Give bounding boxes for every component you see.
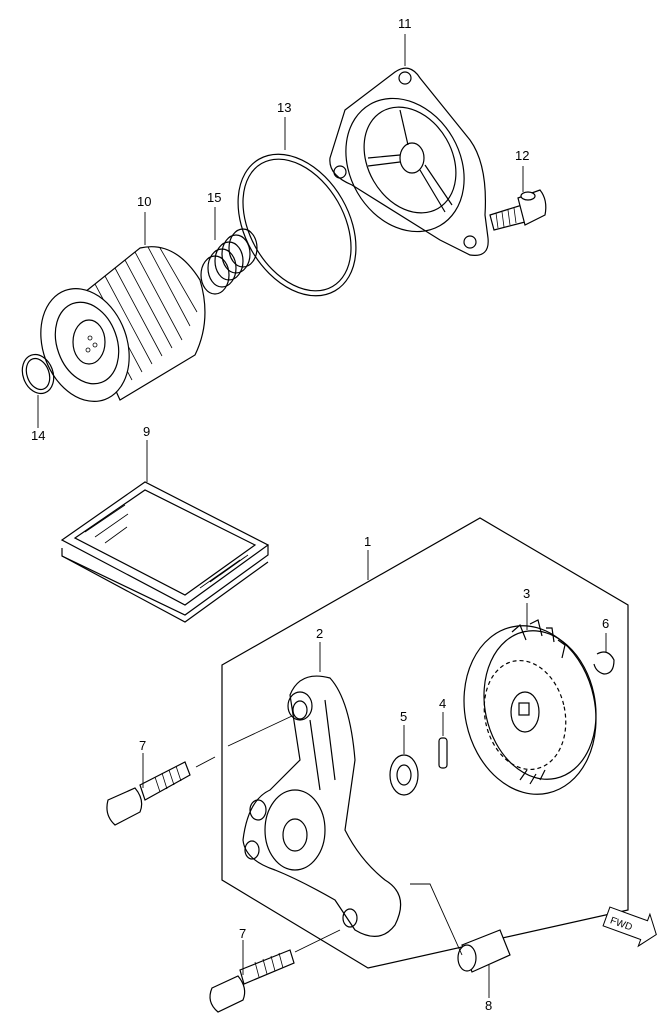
part-12-bolt [489, 189, 547, 231]
label-part-4: 4 [439, 696, 446, 711]
label-part-8: 8 [485, 998, 492, 1013]
part-5-washer [389, 754, 419, 796]
part-13-o-ring [237, 153, 357, 297]
part-7-bolt-lower [209, 949, 295, 1013]
label-part-12: 12 [515, 148, 529, 163]
label-part-14: 14 [31, 428, 45, 443]
part-2-pump-body [242, 675, 402, 937]
part-7-bolt-upper [106, 761, 191, 826]
leader-lines [37, 34, 607, 998]
label-part-15: 15 [207, 190, 221, 205]
part-8-dowel [457, 929, 511, 973]
part-15-spring [200, 228, 258, 295]
label-part-2: 2 [316, 626, 323, 641]
fwd-arrow-icon: FWD [602, 906, 657, 948]
label-part-7-upper: 7 [139, 738, 146, 753]
label-part-13: 13 [277, 100, 291, 115]
label-part-1: 1 [364, 534, 371, 549]
part-4-pin [438, 737, 448, 769]
part-10-oil-filter [40, 246, 206, 402]
label-part-3: 3 [523, 586, 530, 601]
part-9-oil-strainer [60, 481, 270, 623]
label-part-11: 11 [398, 16, 412, 31]
part-6-e-clip [593, 651, 615, 675]
label-part-10: 10 [137, 194, 151, 209]
part-labels: 11 12 13 10 15 14 9 1 2 3 6 4 5 7 7 8 [31, 16, 609, 1013]
part-14-o-ring [21, 353, 55, 395]
label-part-6: 6 [602, 616, 609, 631]
label-part-9: 9 [143, 424, 150, 439]
part-1-pump-assembly-outline [221, 517, 629, 969]
part-11-filter-cap [329, 67, 489, 256]
label-part-5: 5 [400, 709, 407, 724]
part-3-gear [463, 619, 597, 795]
label-part-7-lower: 7 [239, 926, 246, 941]
